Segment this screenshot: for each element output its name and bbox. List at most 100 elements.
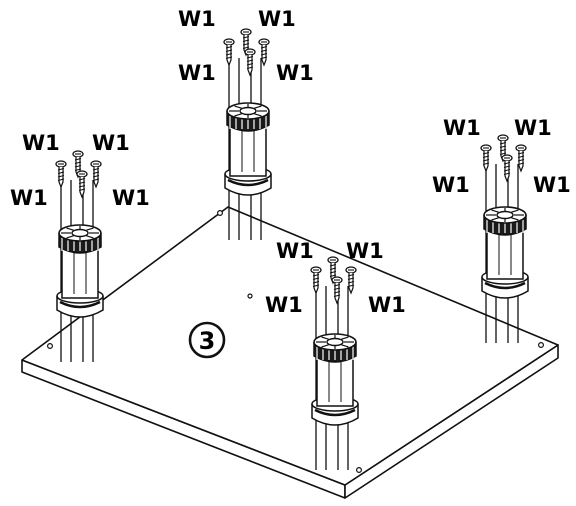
leg-cap-spoke xyxy=(86,227,94,231)
screw-thread xyxy=(333,284,341,287)
screw-label-w1: W1 xyxy=(432,173,470,197)
screw-thread xyxy=(260,49,268,52)
screw-thread xyxy=(333,294,341,297)
leg-cap-spoke xyxy=(511,217,519,221)
screw-w1 xyxy=(90,160,102,189)
screw-label-w1: W1 xyxy=(10,186,48,210)
base-panel xyxy=(21,206,559,499)
screw-label-w1: W1 xyxy=(276,239,314,263)
panel-hole xyxy=(247,293,253,299)
screw-label-w1: W1 xyxy=(258,7,296,31)
leg-cap-spoke xyxy=(491,217,499,221)
screw-thread xyxy=(242,43,250,46)
leg-cap-spoke xyxy=(234,105,242,109)
screw-thread xyxy=(242,36,250,39)
leg-cap-center xyxy=(496,210,514,220)
panel-hole xyxy=(217,210,224,217)
screw-w1 xyxy=(76,170,88,199)
panel-hole xyxy=(537,342,544,349)
screw-thread xyxy=(333,291,341,294)
screw-thread xyxy=(246,66,254,69)
screw-thread xyxy=(499,142,507,145)
screw-thread xyxy=(92,168,100,171)
screw-thread xyxy=(78,185,86,188)
screw-thread xyxy=(246,56,254,59)
screw-thread xyxy=(329,271,337,274)
screw-label-w1: W1 xyxy=(22,131,60,155)
screw-w1 xyxy=(515,144,527,173)
screw-thread xyxy=(347,274,355,277)
screw-thread xyxy=(482,152,490,155)
screw-w1 xyxy=(310,266,322,295)
screw-thread xyxy=(225,56,233,59)
screw-label-w1: W1 xyxy=(178,7,216,31)
screw-label-w1: W1 xyxy=(265,293,303,317)
screw-thread xyxy=(312,277,320,280)
screw-thread xyxy=(57,168,65,171)
leg-cap-spoke xyxy=(341,344,349,348)
screw-thread xyxy=(78,188,86,191)
adjustable-leg xyxy=(481,158,529,343)
panel-top-surface xyxy=(21,206,559,486)
step-circle xyxy=(188,321,226,359)
screw-thread xyxy=(78,181,86,184)
screw-thread xyxy=(312,284,320,287)
screw-thread xyxy=(347,277,355,280)
screw-thread xyxy=(246,63,254,66)
screw-w1 xyxy=(223,38,235,67)
screw-label-w1: W1 xyxy=(92,131,130,155)
screw-label-w1: W1 xyxy=(112,186,150,210)
leg-cap-spoke xyxy=(254,113,262,117)
screw-thread xyxy=(242,46,250,49)
leg-cap-spoke xyxy=(321,344,329,348)
screw-thread xyxy=(74,165,82,168)
screw-label-w1: W1 xyxy=(368,293,406,317)
screw-w1 xyxy=(331,276,343,305)
screw-thread xyxy=(312,274,320,277)
leg-cap-center xyxy=(326,337,344,347)
adjustable-leg xyxy=(224,52,272,240)
screw-w1 xyxy=(258,38,270,67)
leg-cap-spoke xyxy=(341,336,349,340)
screw-w1 xyxy=(501,154,513,183)
screw-thread xyxy=(482,162,490,165)
leg-cap-spoke xyxy=(491,209,499,213)
screw-thread xyxy=(246,59,254,62)
adjustable-leg xyxy=(311,280,359,470)
screw-label-w1: W1 xyxy=(443,116,481,140)
screw-thread xyxy=(57,178,65,181)
leg-cap-center xyxy=(71,228,89,238)
screw-w1 xyxy=(55,160,67,189)
panel-hole xyxy=(46,343,53,350)
leg-cap-spoke xyxy=(234,113,242,117)
adjustable-leg xyxy=(56,174,104,362)
leg-cap-spoke xyxy=(254,105,262,109)
screw-thread xyxy=(503,162,511,165)
screw-thread xyxy=(242,39,250,42)
screw-group xyxy=(223,28,270,77)
screw-thread xyxy=(347,284,355,287)
screw-group xyxy=(55,150,102,199)
screw-label-w1: W1 xyxy=(514,116,552,140)
screw-thread xyxy=(482,155,490,158)
screw-thread xyxy=(499,145,507,148)
screw-label-w1: W1 xyxy=(276,61,314,85)
screw-thread xyxy=(333,287,341,290)
screw-thread xyxy=(482,159,490,162)
screw-thread xyxy=(517,152,525,155)
screw-thread xyxy=(503,172,511,175)
screw-thread xyxy=(503,169,511,172)
screw-thread xyxy=(329,267,337,270)
screw-thread xyxy=(260,53,268,56)
screw-thread xyxy=(57,175,65,178)
screw-label-w1: W1 xyxy=(346,239,384,263)
screw-w1 xyxy=(480,144,492,173)
screw-thread xyxy=(517,155,525,158)
